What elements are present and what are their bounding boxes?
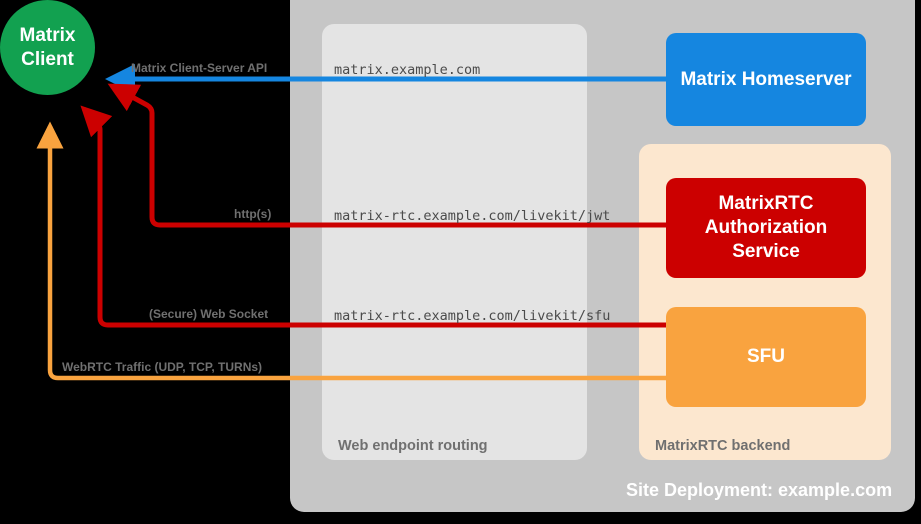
matrix-homeserver-node[interactable]: Matrix Homeserver: [666, 33, 866, 126]
edge-label-client-server-api: Matrix Client-Server API: [131, 61, 268, 75]
sfu-node[interactable]: SFU: [666, 307, 866, 407]
homeserver-endpoint-label: matrix.example.com: [334, 62, 481, 78]
edge-http-s: [107, 83, 666, 228]
matrixrtc-backend-caption: MatrixRTC backend: [655, 438, 791, 454]
matrix-homeserver-label: Matrix Homeserver: [680, 68, 852, 90]
edge-webrtc-traffic: [36, 121, 689, 392]
matrixrtc-authorization-service-node[interactable]: MatrixRTC Authorization Service: [666, 178, 866, 278]
matrix-client-label-line1: Matrix: [19, 24, 76, 46]
sfu-label: SFU: [747, 346, 785, 368]
site-deployment-caption: Site Deployment: example.com: [626, 480, 893, 500]
auth-label-line1: MatrixRTC: [718, 193, 814, 215]
sfu-endpoint-label: matrix-rtc.example.com/livekit/sfu: [334, 308, 611, 324]
auth-label-line2: Authorization: [704, 217, 828, 239]
jwt-endpoint-label: matrix-rtc.example.com/livekit/jwt: [334, 208, 611, 224]
auth-label-line3: Service: [732, 240, 800, 262]
edge-label-secure-web-socket: (Secure) Web Socket: [149, 307, 269, 321]
edge-label-webrtc-traffic: WebRTC Traffic (UDP, TCP, TURNs): [62, 360, 263, 374]
matrix-client-node[interactable]: Matrix Client: [0, 0, 95, 95]
web-endpoint-routing-caption: Web endpoint routing: [338, 438, 488, 454]
edge-label-http-s: http(s): [234, 207, 272, 221]
matrix-client-label-line2: Client: [21, 48, 74, 70]
